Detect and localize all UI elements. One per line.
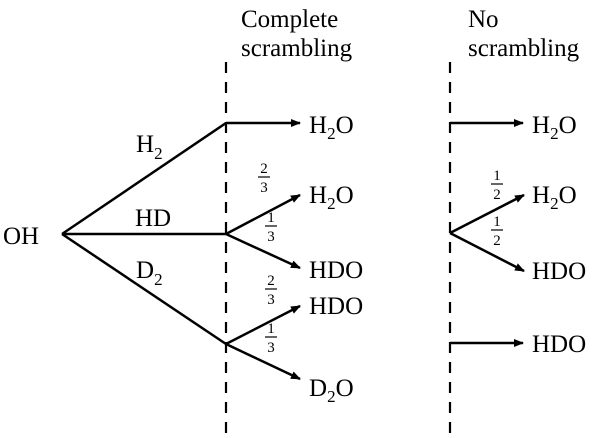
- svg-text:3: 3: [267, 340, 275, 356]
- arrow-complete-hd-h2o: [225, 193, 301, 236]
- reactant-oh: OH: [3, 223, 39, 250]
- header-none-line2: scrambling: [468, 35, 580, 62]
- fraction-complete-hd-hdo: 1 3: [265, 210, 277, 245]
- product-complete-d2-hdo: HDO: [309, 293, 363, 320]
- arrow-complete-d2-d2o: [225, 342, 301, 381]
- arrow-none-hd-hdo: [449, 231, 525, 273]
- svg-text:1: 1: [267, 321, 275, 337]
- svg-text:3: 3: [267, 229, 275, 245]
- arrow-none-hd-h2o: [449, 193, 525, 235]
- fraction-complete-hd-h2o: 2 3: [258, 161, 270, 196]
- svg-text:2: 2: [493, 187, 501, 203]
- reagent-d2: D2: [136, 257, 163, 289]
- fraction-complete-d2-hdo: 2 3: [265, 273, 277, 308]
- product-complete-hd-hdo: HDO: [309, 257, 363, 284]
- branch-d2: [61, 232, 227, 346]
- product-complete-d2-d2o: D2O: [309, 375, 354, 406]
- product-none-h2: H2O: [532, 112, 577, 143]
- svg-text:2: 2: [493, 233, 501, 249]
- fraction-none-hd-hdo: 1 2: [491, 214, 503, 249]
- product-complete-h2: H2O: [309, 112, 354, 143]
- reagent-h2: H2: [136, 131, 163, 163]
- product-none-hd-hdo: HDO: [532, 258, 586, 285]
- svg-text:3: 3: [267, 292, 275, 308]
- svg-text:1: 1: [267, 210, 275, 226]
- arrow-complete-hd-hdo: [225, 232, 301, 270]
- svg-text:1: 1: [493, 168, 501, 184]
- product-none-hd-h2o: H2O: [532, 182, 577, 213]
- arrow-complete-d2-hdo: [225, 304, 301, 346]
- branch-h2: [61, 121, 227, 236]
- product-complete-hd-h2o: H2O: [309, 182, 354, 213]
- svg-text:1: 1: [493, 214, 501, 230]
- header-none-line1: No: [468, 6, 499, 33]
- svg-text:2: 2: [267, 273, 275, 289]
- header-complete-line2: scrambling: [241, 35, 353, 62]
- fraction-complete-d2-d2o: 1 3: [265, 321, 277, 356]
- header-complete-line1: Complete: [241, 6, 338, 33]
- product-none-d2-hdo: HDO: [532, 331, 586, 358]
- svg-text:3: 3: [260, 180, 268, 196]
- svg-text:2: 2: [260, 161, 268, 177]
- reagent-hd: HD: [135, 205, 171, 232]
- fraction-none-hd-h2o: 1 2: [491, 168, 503, 203]
